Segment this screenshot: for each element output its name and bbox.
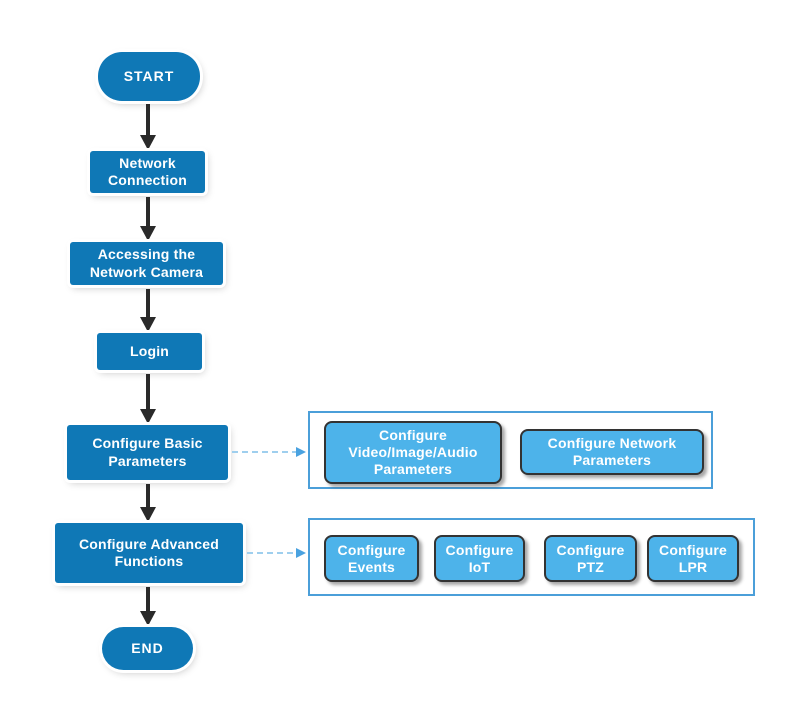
arrow-start-to-network-connection	[140, 104, 156, 150]
node-start-label: START	[123, 67, 175, 84]
subnode-configure-events: Configure Events	[324, 535, 419, 582]
arrow-right-icon	[296, 447, 306, 457]
arrow-down-icon	[140, 611, 156, 626]
subnode-configure-iot: Configure IoT	[434, 535, 525, 582]
arrow-advanced-to-end	[140, 587, 156, 626]
node-configure-advanced-functions: Configure Advanced Functions	[55, 523, 243, 583]
node-login: Login	[97, 333, 202, 370]
subnode-configure-ptz-label: Configure PTZ	[556, 541, 625, 575]
arrow-shaft	[146, 374, 150, 410]
arrow-login-to-basic-parameters	[140, 374, 156, 424]
arrow-shaft	[146, 484, 150, 508]
subnode-video-image-audio-parameters: Configure Video/Image/Audio Parameters	[324, 421, 502, 484]
arrow-shaft	[146, 104, 150, 136]
subnode-configure-lpr-label: Configure LPR	[659, 541, 727, 575]
arrow-accessing-to-login	[140, 289, 156, 332]
dashed-line	[247, 552, 297, 554]
subnode-video-image-audio-parameters-label: Configure Video/Image/Audio Parameters	[348, 427, 478, 477]
node-accessing-network-camera: Accessing the Network Camera	[70, 242, 223, 285]
node-network-connection-label: Network Connection	[108, 154, 187, 189]
arrow-right-icon	[296, 548, 306, 558]
node-start: START	[98, 52, 200, 101]
node-configure-advanced-functions-label: Configure Advanced Functions	[79, 535, 219, 570]
node-end-label: END	[131, 639, 164, 656]
subnode-configure-events-label: Configure Events	[337, 541, 406, 575]
dashed-arrow-advanced-functions	[247, 547, 306, 559]
node-network-connection: Network Connection	[90, 151, 205, 193]
node-configure-basic-parameters-label: Configure Basic Parameters	[92, 435, 203, 469]
dashed-arrow-basic-parameters	[232, 446, 306, 458]
subnode-configure-lpr: Configure LPR	[647, 535, 739, 582]
arrow-shaft	[146, 197, 150, 227]
subnode-configure-ptz: Configure PTZ	[544, 535, 637, 582]
node-accessing-network-camera-label: Accessing the Network Camera	[89, 246, 204, 280]
arrow-down-icon	[140, 317, 156, 332]
subnode-network-parameters-label: Configure Network Parameters	[547, 435, 677, 468]
subnode-network-parameters: Configure Network Parameters	[520, 429, 704, 475]
group-advanced-functions-subtasks: Configure Events Configure IoT Configure…	[308, 518, 755, 596]
arrow-basic-to-advanced	[140, 484, 156, 522]
arrow-down-icon	[140, 409, 156, 424]
group-basic-parameters-subtasks: Configure Video/Image/Audio Parameters C…	[308, 411, 713, 489]
subnode-configure-iot-label: Configure IoT	[445, 541, 514, 575]
node-login-label: Login	[129, 342, 170, 359]
arrow-shaft	[146, 587, 150, 612]
node-end: END	[102, 627, 193, 670]
arrow-down-icon	[140, 507, 156, 522]
node-configure-basic-parameters: Configure Basic Parameters	[67, 425, 228, 480]
arrow-down-icon	[140, 226, 156, 241]
arrow-shaft	[146, 289, 150, 318]
arrow-network-connection-to-accessing	[140, 197, 156, 241]
dashed-line	[232, 451, 297, 453]
arrow-down-icon	[140, 135, 156, 150]
